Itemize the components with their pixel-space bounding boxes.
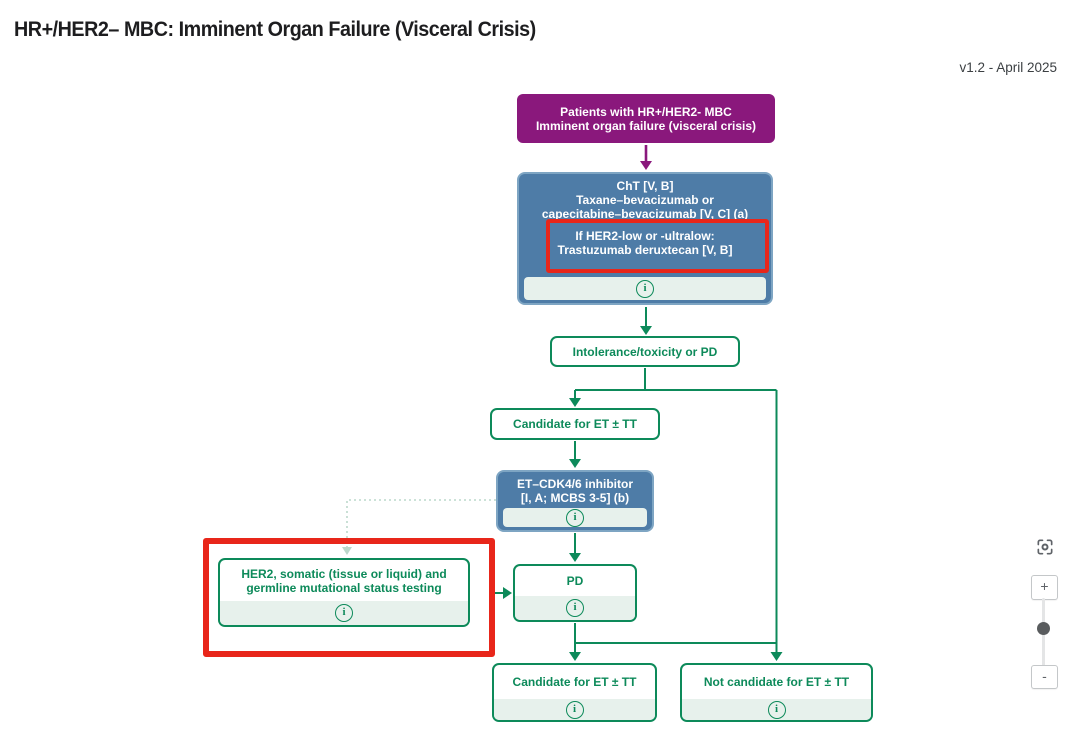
node-patients[interactable]: Patients with HR+/HER2- MBC Imminent org… [517, 94, 775, 143]
info-icon[interactable]: i [335, 604, 353, 622]
node-her2-testing-info-strip[interactable]: i [220, 601, 468, 625]
node-et-cdk46[interactable]: ET–CDK4/6 inhibitor [I, A; MCBS 3-5] (b)… [496, 470, 654, 532]
node-pd[interactable]: PD i [513, 564, 637, 622]
node-cht-line2: Taxane–bevacizumab or [576, 193, 714, 207]
node-cht-line3: capecitabine–bevacizumab [V, C] (a) [541, 207, 749, 221]
node-her2-testing[interactable]: HER2, somatic (tissue or liquid) and ger… [218, 558, 470, 627]
node-cht-line1: ChT [V, B] [616, 179, 674, 193]
version-label: v1.2 - April 2025 [959, 60, 1057, 75]
info-icon[interactable]: i [566, 508, 584, 527]
node-not-candidate[interactable]: Not candidate for ET ± TT i [680, 663, 873, 722]
node-cht[interactable]: ChT [V, B] Taxane–bevacizumab or capecit… [517, 172, 773, 305]
node-candidate-bottom[interactable]: Candidate for ET ± TT i [492, 663, 657, 722]
center-focus-icon [1037, 539, 1053, 555]
node-patients-line2: Imminent organ failure (visceral crisis) [535, 118, 757, 133]
node-her2-testing-line1: HER2, somatic (tissue or liquid) and [241, 566, 447, 581]
node-intolerance-label: Intolerance/toxicity or PD [572, 344, 718, 359]
info-icon[interactable]: i [767, 700, 786, 719]
node-pd-label: PD [566, 574, 584, 588]
node-intolerance[interactable]: Intolerance/toxicity or PD [550, 336, 740, 367]
node-not-candidate-info-strip[interactable]: i [682, 699, 871, 720]
info-icon[interactable]: i [636, 279, 654, 298]
page-title: HR+/HER2– MBC: Imminent Organ Failure (V… [14, 18, 536, 41]
node-candidate-bottom-info-strip[interactable]: i [494, 699, 655, 720]
node-pd-info-strip[interactable]: i [515, 596, 635, 620]
info-icon[interactable]: i [565, 700, 584, 719]
node-et-cdk46-info-strip[interactable]: i [503, 508, 647, 527]
node-cht-info-strip[interactable]: i [524, 277, 766, 300]
info-icon[interactable]: i [566, 599, 584, 617]
node-cht-highlight-line1: If HER2-low or -ultralow: [575, 229, 715, 243]
node-not-candidate-label: Not candidate for ET ± TT [703, 675, 850, 689]
node-cht-highlight-line2: Trastuzumab deruxtecan [V, B] [557, 243, 733, 257]
fit-to-screen-button[interactable] [1035, 537, 1055, 557]
node-patients-line1: Patients with HR+/HER2- MBC [560, 104, 732, 119]
zoom-in-button[interactable]: + [1031, 575, 1058, 600]
node-et-cdk46-line2: [I, A; MCBS 3-5] (b) [520, 491, 630, 505]
node-candidate-top-label: Candidate for ET ± TT [513, 417, 637, 431]
node-candidate-top[interactable]: Candidate for ET ± TT [490, 408, 660, 440]
node-et-cdk46-line1: ET–CDK4/6 inhibitor [516, 477, 633, 491]
node-her2-testing-line2: germline mutational status testing [246, 580, 442, 595]
zoom-slider-handle[interactable] [1037, 622, 1050, 635]
zoom-out-button[interactable]: - [1031, 665, 1058, 689]
node-candidate-bottom-label: Candidate for ET ± TT [512, 675, 637, 689]
